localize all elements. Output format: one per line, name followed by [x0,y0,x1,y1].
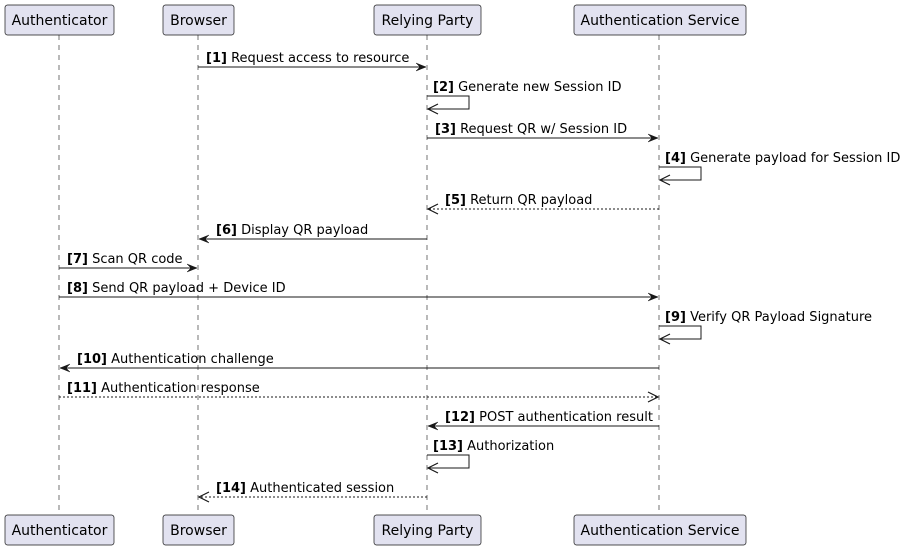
lifelines [58,35,660,517]
message-3: [3] Request QR w/ Session ID [427,122,659,143]
message-5: [5] Return QR payload [426,193,659,215]
message-8: [8] Send QR payload + Device ID [59,281,659,302]
participant-relying-party-top: Relying Party [373,4,482,36]
message-text: Request QR w/ Session ID [456,122,627,137]
message-label: [2] Generate new Session ID [433,80,622,95]
message-9: [9] Verify QR Payload Signature [658,310,872,345]
participant-label: Authenticator [12,523,108,539]
message-arrow-line [427,454,470,469]
participant-authenticator-bottom: Authenticator [4,514,115,546]
arrowhead-icon [427,421,439,431]
message-1: [1] Request access to resource [198,51,427,72]
message-number: [9] [665,310,686,325]
message-13: [13] Authorization [426,439,554,474]
message-arrow-line [427,95,470,110]
participant-auth-service-top: Authentication Service [573,4,747,36]
message-number: [8] [67,281,88,296]
message-label: [9] Verify QR Payload Signature [665,310,872,325]
message-text: POST authentication result [475,410,653,425]
message-label: [6] Display QR payload [216,223,368,238]
message-text: Authentication response [97,381,260,396]
message-text: Send QR payload + Device ID [88,281,286,296]
participant-label: Relying Party [382,13,474,29]
message-number: [6] [216,223,237,238]
message-text: Request access to resource [227,51,409,66]
message-arrow-line [659,166,702,181]
participant-label: Authenticator [12,13,108,29]
message-number: [3] [435,122,456,137]
arrowhead-icon [59,363,71,373]
message-number: [13] [433,439,463,454]
participant-authenticator-top: Authenticator [4,4,115,36]
message-label: [14] Authenticated session [216,481,394,496]
participant-label: Authentication Service [581,523,740,539]
arrowhead-icon [426,103,439,115]
arrowhead-icon [186,263,198,273]
arrowhead-icon [647,133,659,143]
message-text: Display QR payload [237,223,368,238]
message-number: [11] [67,381,97,396]
arrowhead-icon [647,292,659,302]
message-number: [12] [445,410,475,425]
message-label: [5] Return QR payload [445,193,592,208]
message-12: [12] POST authentication result [427,410,659,431]
arrowhead-icon [658,333,671,345]
participant-auth-service-bottom: Authentication Service [573,514,747,546]
message-label: [3] Request QR w/ Session ID [435,122,627,137]
participant-label: Browser [170,523,227,539]
message-14: [14] Authenticated session [197,481,427,503]
arrowhead-icon [647,391,660,403]
participant-label: Authentication Service [581,13,740,29]
arrowhead-icon [658,174,671,186]
message-number: [5] [445,193,466,208]
participants-bottom: Authenticator Browser Relying Party Auth… [4,514,747,546]
message-7: [7] Scan QR code [59,252,198,273]
message-label: [7] Scan QR code [67,252,183,267]
message-number: [10] [77,352,107,367]
message-label: [12] POST authentication result [445,410,653,425]
message-10: [10] Authentication challenge [59,352,659,373]
message-label: [8] Send QR payload + Device ID [67,281,286,296]
message-text: Authentication challenge [107,352,274,367]
participant-label: Relying Party [382,523,474,539]
message-label: [1] Request access to resource [206,51,409,66]
arrowhead-icon [197,491,210,503]
message-2: [2] Generate new Session ID [426,80,622,115]
messages: [1] Request access to resource [2] Genera… [59,51,900,503]
message-number: [7] [67,252,88,267]
message-label: [13] Authorization [433,439,554,454]
message-text: Generate new Session ID [454,80,622,95]
message-text: Verify QR Payload Signature [686,310,872,325]
message-6: [6] Display QR payload [198,223,427,244]
message-11: [11] Authentication response [59,381,660,403]
message-arrow-line [659,325,702,340]
participant-relying-party-bottom: Relying Party [373,514,482,546]
message-number: [14] [216,481,246,496]
message-label: [10] Authentication challenge [77,352,274,367]
message-text: Authenticated session [246,481,394,496]
message-text: Return QR payload [466,193,593,208]
message-4: [4] Generate payload for Session ID [658,151,900,186]
participants-top: Authenticator Browser Relying Party Auth… [4,4,747,36]
message-text: Scan QR code [88,252,183,267]
participant-browser-bottom: Browser [162,514,235,546]
participant-label: Browser [170,13,227,29]
arrowhead-icon [415,62,427,72]
message-number: [4] [665,151,686,166]
arrowhead-icon [426,462,439,474]
message-text: Authorization [463,439,554,454]
message-label: [11] Authentication response [67,381,260,396]
message-number: [2] [433,80,454,95]
message-number: [1] [206,51,227,66]
message-label: [4] Generate payload for Session ID [665,151,900,166]
arrowhead-icon [426,203,439,215]
message-text: Generate payload for Session ID [686,151,900,166]
arrowhead-icon [198,234,210,244]
participant-browser-top: Browser [162,4,235,36]
